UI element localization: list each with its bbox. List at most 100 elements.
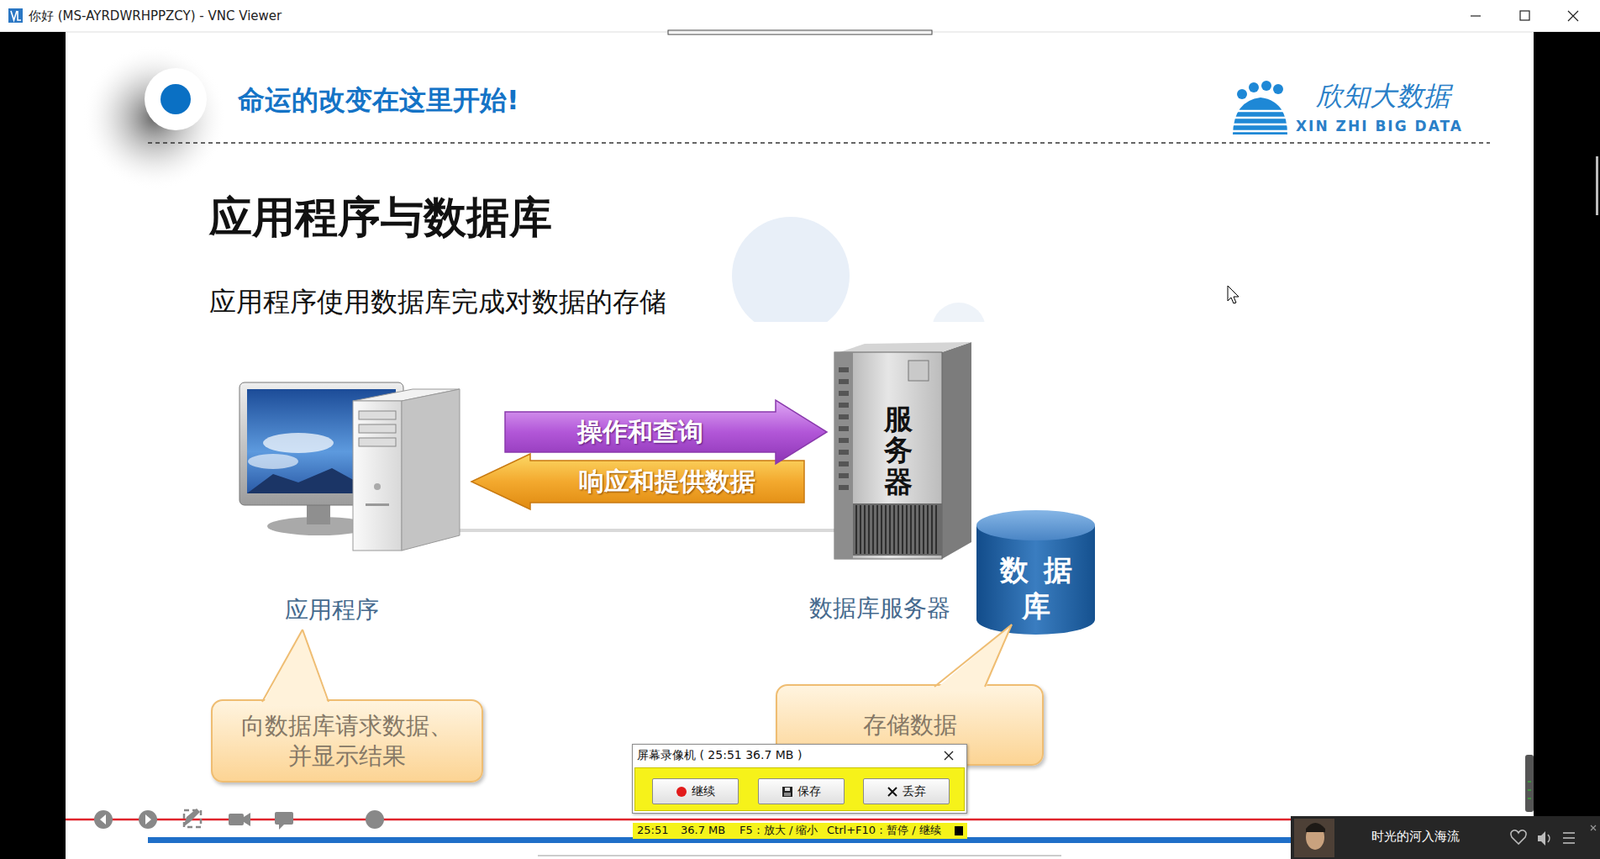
brand-icon [1232, 110, 1288, 132]
button-icon [886, 785, 899, 798]
side-slider [1527, 798, 1532, 800]
music-player [1563, 832, 1575, 843]
grille-line [863, 505, 866, 554]
server-slot [838, 402, 849, 408]
server-text: 服务器 [884, 403, 913, 498]
discard-icon [888, 787, 897, 796]
drive-bay [358, 410, 396, 420]
save-icon [784, 792, 791, 796]
faint-bubble [470, 321, 1143, 423]
grille-line [897, 505, 900, 554]
server-panel [908, 360, 929, 381]
close-icon [942, 749, 955, 762]
grille-line [926, 505, 929, 554]
faint-bubble [470, 216, 1143, 423]
node-label: 应用程序 [239, 595, 425, 625]
slide-title: 应用程序与数据库 [209, 191, 553, 243]
dialog-title: 屏幕录像机 ( 25:51 36.7 MB ) [636, 747, 802, 763]
toolbar-icon [94, 810, 113, 829]
callout-box: 向数据库请求数据、 并显示结果 [210, 699, 484, 783]
music-player [1590, 825, 1596, 831]
close-icon [944, 751, 953, 760]
status-bar [954, 826, 964, 836]
callout-text: 向数据库请求数据、 并显示结果 [227, 710, 467, 772]
brand-icon [1232, 80, 1288, 135]
status-bar [632, 822, 968, 839]
tower-front [352, 400, 402, 551]
server-slot [838, 390, 849, 396]
music-player [1563, 836, 1575, 839]
callout-tail-edge [934, 624, 1012, 687]
window-title-bar [8, 8, 23, 23]
music-player [1537, 831, 1546, 846]
grille-line [931, 505, 933, 554]
scrollbar [1595, 156, 1599, 216]
response-arrow [471, 453, 805, 510]
window-title-bar [0, 0, 1600, 32]
application-computer: 应用程序 [239, 377, 460, 552]
brand-icon [1232, 130, 1288, 133]
grille-line [901, 505, 904, 554]
screen-cloud [247, 453, 299, 469]
server-slot [838, 414, 849, 420]
music-player [1563, 842, 1575, 844]
server-slot [838, 367, 849, 373]
grille-line [876, 505, 879, 554]
side-slider [1525, 754, 1534, 812]
window-title-bar [1520, 10, 1530, 21]
callout-tail-edge [984, 624, 1012, 687]
brand-icon [1232, 123, 1288, 127]
server-slot [838, 378, 849, 385]
arrow-label: 响应和提供数据 [578, 466, 756, 497]
music-player [1563, 831, 1575, 834]
drive-bay [358, 437, 396, 447]
music-player [1547, 834, 1550, 843]
track-title: 时光的河入海流 [1371, 828, 1460, 844]
faint-bubble [731, 216, 850, 335]
status-size: 36.7 MB [680, 823, 726, 837]
side-slider [1525, 754, 1534, 812]
recorder-dialog: 屏幕录像机 ( 25:51 36.7 MB )继续保存丢弃 [631, 743, 968, 814]
window-title-bar [10, 10, 22, 21]
recorder-button: 丢弃 [863, 778, 950, 805]
mouse-cursor [1227, 285, 1239, 304]
toolbar-icon [184, 810, 201, 827]
save-icon [782, 786, 793, 797]
save-icon [784, 787, 790, 791]
server-side [942, 342, 972, 559]
server-slot [838, 437, 849, 443]
server-slot [838, 484, 849, 490]
side-slider [1527, 789, 1532, 791]
link-line [459, 528, 835, 532]
music-player [1294, 818, 1335, 858]
music-player [1290, 815, 1600, 859]
button-icon [781, 785, 794, 798]
tower-side [401, 389, 460, 551]
side-bar [0, 31, 66, 859]
brand-name: 欣知大数据 [1315, 79, 1451, 112]
server-strip [834, 352, 853, 559]
grille-line [914, 505, 916, 554]
request-arrow [505, 400, 827, 464]
dashed-rule [147, 142, 1490, 144]
grille-line [935, 505, 937, 554]
music-player [1305, 822, 1326, 832]
screen-cloud [263, 432, 334, 453]
grille-line [910, 505, 912, 554]
brand-icon [1248, 82, 1259, 93]
grille-line [872, 505, 874, 554]
slogan: 命运的改变在这里开始! [237, 84, 520, 116]
cylinder-body [976, 525, 1095, 635]
brand-icon [1261, 80, 1272, 91]
grille-line [884, 505, 887, 554]
toolbar-icon [100, 814, 106, 825]
toolbar-icon [274, 811, 294, 825]
arrow-label: 操作和查询 [577, 416, 704, 448]
toolbar-icon [183, 808, 200, 827]
server-slot [838, 473, 849, 479]
callout-tail-edge [302, 629, 329, 702]
logo-circle [144, 68, 207, 131]
side-bar [1533, 31, 1600, 859]
brand-english: XIN ZHI BIG DATA [1295, 117, 1464, 135]
